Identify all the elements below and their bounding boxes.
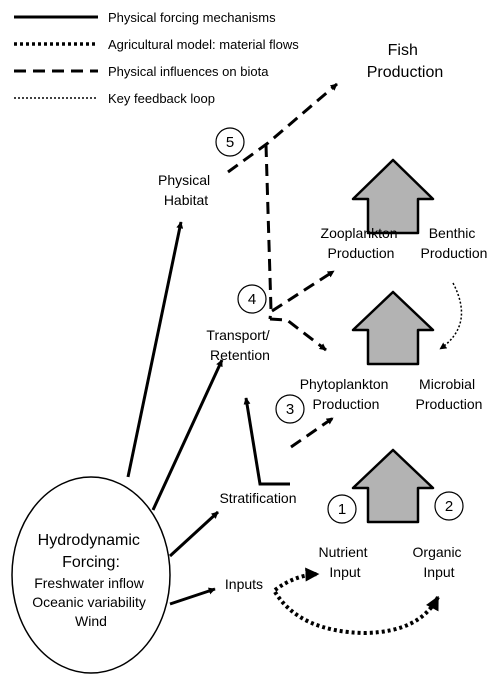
arrow-forcing-to-transport (151, 359, 224, 511)
hydrodynamic-forcing-ellipse (11, 476, 171, 674)
arrow-benthic-feedback (439, 282, 463, 350)
arrow-habitat-to-fish (227, 82, 338, 174)
marker-label: 4 (248, 291, 256, 308)
arrow-forcing-to-habitat (126, 221, 184, 478)
marker-1: 1 (327, 494, 357, 524)
marker-label: 5 (226, 134, 234, 151)
label-line: Microbial (419, 376, 475, 392)
label-fish-production: Fish Production (367, 42, 444, 81)
legend-label: Physical influences on biota (108, 64, 269, 79)
label-microbial-production: Microbial Production (416, 376, 483, 412)
arrow-forcing-to-stratification (168, 510, 220, 558)
label-line: Freshwater inflow (34, 575, 145, 591)
label-organic-input: Organic Input (413, 544, 466, 580)
legend-label: Agricultural model: material flows (108, 37, 299, 52)
arrow-stratification-to-transport (243, 397, 290, 486)
label-line: Retention (210, 347, 270, 363)
label-line: Wind (75, 613, 107, 629)
label-inputs: Inputs (225, 576, 263, 592)
label-line: Input (329, 564, 360, 580)
label-zooplankton-production: Zooplankton Production (321, 225, 402, 261)
label-line: Habitat (164, 192, 208, 208)
marker-label: 1 (338, 501, 346, 518)
label-line: Hydrodynamic (38, 532, 140, 549)
label-benthic-production: Benthic Production (421, 225, 488, 261)
label-physical-habitat: Physical Habitat (158, 172, 214, 208)
label-line: Production (367, 64, 444, 81)
label-phytoplankton-production: Phytoplankton Production (300, 376, 393, 412)
house-lower (351, 448, 435, 524)
label-forcing-items: Freshwater inflow Oceanic variability Wi… (32, 575, 150, 629)
marker-4: 4 (237, 284, 267, 314)
arrow-stratification-to-phytoplankton (290, 416, 334, 449)
legend-label: Physical forcing mechanisms (108, 10, 276, 25)
label-stratification: Stratification (219, 490, 296, 506)
label-line: Production (421, 245, 488, 261)
label-line: Production (416, 396, 483, 412)
arrow-transport-to-phytoplankton (269, 317, 327, 352)
label-line: Nutrient (319, 544, 368, 560)
label-transport-retention: Transport/ Retention (206, 327, 273, 363)
label-line: Physical (158, 172, 210, 188)
house-middle (351, 290, 435, 366)
label-line: Benthic (429, 225, 476, 241)
marker-2: 2 (434, 491, 464, 521)
marker-label: 2 (445, 498, 453, 515)
label-line: Forcing: (62, 554, 120, 571)
arrow-forcing-to-inputs (169, 587, 216, 606)
arrow-transport-to-zooplankton (271, 269, 335, 313)
arrow-inputs-to-nutrient (273, 567, 320, 592)
house-upper (351, 158, 435, 235)
marker-3: 3 (275, 394, 305, 424)
label-nutrient-input: Nutrient Input (319, 544, 372, 580)
label-line: Production (313, 396, 380, 412)
label-line: Organic (413, 544, 462, 560)
marker-5: 5 (215, 127, 245, 157)
label-line: Zooplankton (321, 225, 398, 241)
marker-label: 3 (286, 401, 294, 418)
label-line: Fish (388, 42, 418, 59)
label-line: Oceanic variability (32, 594, 146, 610)
label-hydrodynamic-forcing: Hydrodynamic Forcing: (38, 532, 145, 571)
legend-label: Key feedback loop (108, 91, 215, 106)
arrow-inputs-to-organic (273, 590, 440, 636)
label-line: Production (328, 245, 395, 261)
dashed-trunk (264, 144, 273, 320)
label-line: Phytoplankton (300, 376, 389, 392)
label-line: Transport/ (206, 327, 269, 343)
legend: Physical forcing mechanisms Agricultural… (14, 10, 299, 106)
label-line: Input (423, 564, 454, 580)
